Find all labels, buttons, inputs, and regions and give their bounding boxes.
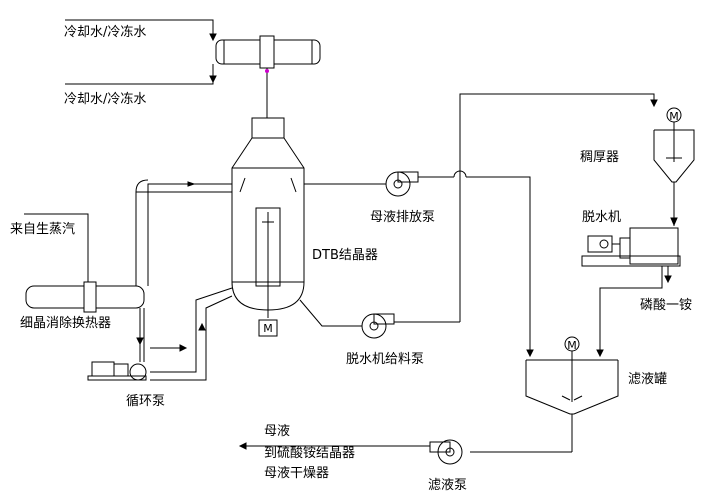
thickener-label: 稠厚器 (580, 150, 620, 165)
thickener (653, 107, 695, 227)
circulation-loop (135, 179, 233, 381)
dewatering-feed-pump (299, 299, 460, 339)
cooling-water-in-label: 冷却水/冷冻水 (64, 25, 147, 40)
mother-liquor-dryer-label: 母液干燥器 (264, 466, 330, 481)
dewatering-machine-label: 脱水机 (582, 210, 622, 225)
thickener-motor-symbol: M (669, 110, 679, 123)
cooling-water-out-label: 冷却水/冷冻水 (64, 92, 147, 107)
condenser (65, 19, 321, 118)
dewatering-feed-pump-label: 脱水机给料泵 (346, 352, 425, 367)
filtrate-pump-label: 滤液泵 (428, 478, 468, 493)
mother-liquor-label: 母液 (264, 424, 291, 439)
crystallizer-motor-symbol: M (263, 322, 273, 335)
dtb-crystallizer (231, 117, 305, 337)
to-ammonium-sulfate-label: 到硫酸铵结晶器 (264, 446, 356, 461)
mother-liquor-discharge-pump (304, 170, 534, 358)
line-to-thickener (459, 93, 658, 322)
filtrate-tank (470, 336, 619, 453)
vent-dot (265, 69, 269, 73)
circulation-pump-label: 循环泵 (126, 394, 166, 409)
circulation-pump (87, 361, 147, 381)
ammonium-phosphate-label: 磷酸一铵 (640, 298, 693, 313)
fine-crystal-heater-label: 细晶消除换热器 (20, 316, 112, 331)
filtrate-pump (238, 439, 463, 465)
dtb-crystallizer-label: DTB结晶器 (312, 248, 378, 263)
filtrate-tank-label: 滤液罐 (628, 372, 668, 387)
mother-liquor-discharge-pump-label: 母液排放泵 (370, 210, 436, 225)
tank-motor-symbol: M (567, 339, 577, 352)
live-steam-label: 来自生蒸汽 (10, 222, 76, 237)
fine-crystal-heater (24, 213, 145, 313)
dewatering-machine (581, 227, 681, 358)
